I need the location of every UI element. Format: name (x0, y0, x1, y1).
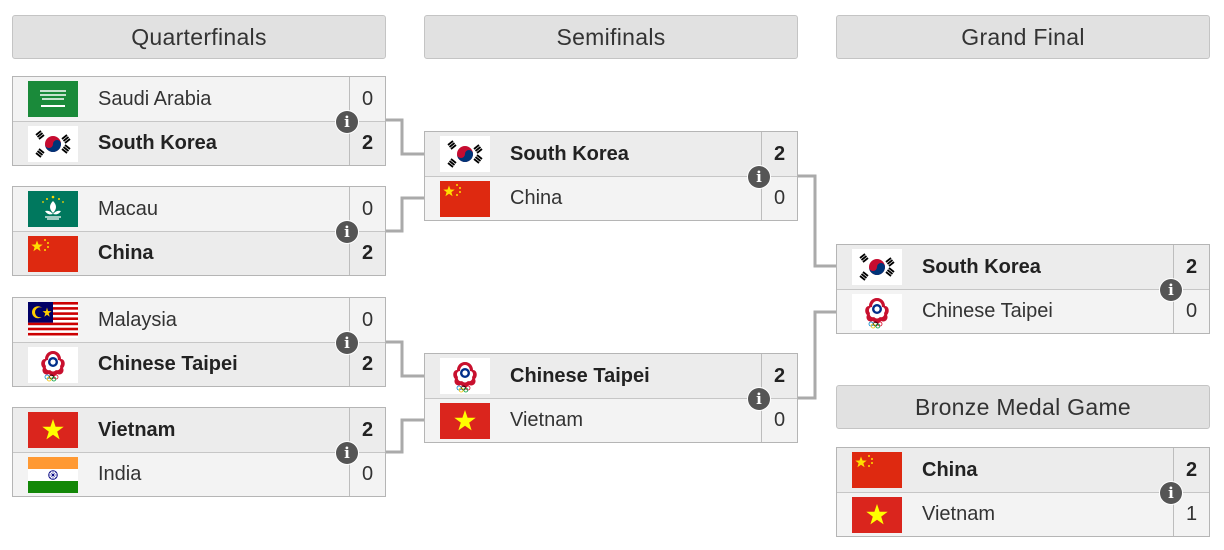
team-name: South Korea (922, 255, 1041, 278)
team-name: Chinese Taipei (510, 364, 650, 387)
team-name: Macau (98, 197, 159, 220)
south-korea-flag-icon (28, 126, 78, 162)
team-row[interactable]: South Korea 2 (13, 121, 385, 165)
china-flag-icon (440, 181, 490, 217)
south-korea-flag-icon (440, 136, 490, 172)
team-name: China (98, 242, 154, 264)
team-row[interactable]: China 2 (837, 448, 1209, 492)
team-name: India (98, 463, 142, 485)
team-score: 2 (349, 343, 385, 386)
team-score: 2 (761, 354, 797, 398)
malaysia-flag-icon (28, 302, 78, 338)
info-icon[interactable]: i (1160, 279, 1182, 301)
team-score: 0 (761, 177, 797, 220)
info-icon[interactable]: i (336, 332, 358, 354)
team-row[interactable]: Saudi Arabia 0 (13, 77, 385, 121)
china-flag-icon (852, 452, 902, 488)
bronze-medal-match: China 2 Vietnam 1 i (836, 447, 1210, 537)
team-name: China (510, 187, 563, 209)
team-name: Chinese Taipei (98, 353, 238, 375)
saudi-arabia-flag-icon (28, 81, 78, 117)
team-score: 0 (349, 187, 385, 231)
team-name: Saudi Arabia (98, 87, 212, 110)
team-score: 2 (761, 132, 797, 176)
chinese-taipei-flag-icon (440, 358, 490, 394)
team-name: South Korea (98, 132, 217, 154)
team-score: 1 (1173, 493, 1209, 536)
quarterfinal-match-1: Saudi Arabia 0 South Korea 2 i (12, 76, 386, 166)
info-icon[interactable]: i (748, 388, 770, 410)
team-score: 0 (1173, 290, 1209, 333)
bronze-medal-game-header: Bronze Medal Game (836, 385, 1210, 429)
team-name: Vietnam (922, 503, 996, 525)
info-icon[interactable]: i (336, 221, 358, 243)
info-icon[interactable]: i (748, 166, 770, 188)
connector-qf2-sf1 (386, 196, 424, 233)
vietnam-flag-icon (852, 497, 902, 533)
connector-sf1-gf (798, 174, 836, 268)
team-name: Malaysia (98, 308, 177, 331)
team-score: 2 (1173, 448, 1209, 492)
macau-flag-icon (28, 191, 78, 227)
team-row[interactable]: South Korea 2 (837, 245, 1209, 289)
team-row[interactable]: Malaysia 0 (13, 298, 385, 342)
team-row[interactable]: Chinese Taipei 0 (837, 289, 1209, 333)
team-score: 0 (349, 77, 385, 121)
team-row[interactable]: China 0 (425, 176, 797, 220)
team-row[interactable]: India 0 (13, 452, 385, 496)
info-icon[interactable]: i (336, 111, 358, 133)
chinese-taipei-flag-icon (28, 347, 78, 383)
info-icon[interactable]: i (336, 442, 358, 464)
team-row[interactable]: Chinese Taipei 2 (425, 354, 797, 398)
connector-qf1-sf1 (386, 118, 424, 156)
connector-sf2-gf (798, 310, 836, 400)
team-score: 2 (349, 408, 385, 452)
team-name: Chinese Taipei (922, 300, 1053, 322)
team-row[interactable]: Chinese Taipei 2 (13, 342, 385, 386)
team-name: Vietnam (510, 409, 584, 431)
grand-final-match: South Korea 2 Chinese Taipei 0 i (836, 244, 1210, 334)
team-score: 2 (349, 122, 385, 165)
team-score: 2 (349, 232, 385, 275)
quarterfinal-match-3: Malaysia 0 Chinese Taipei 2 i (12, 297, 386, 387)
team-row[interactable]: China 2 (13, 231, 385, 275)
grand-final-header: Grand Final (836, 15, 1210, 59)
south-korea-flag-icon (852, 249, 902, 285)
china-flag-icon (28, 236, 78, 272)
team-score: 0 (349, 298, 385, 342)
team-score: 0 (761, 399, 797, 442)
quarterfinals-header: Quarterfinals (12, 15, 386, 59)
connector-qf3-sf2 (386, 340, 424, 378)
team-score: 2 (1173, 245, 1209, 289)
vietnam-flag-icon (28, 412, 78, 448)
quarterfinal-match-2: Macau 0 China 2 i (12, 186, 386, 276)
team-row[interactable]: Vietnam 1 (837, 492, 1209, 536)
chinese-taipei-flag-icon (852, 294, 902, 330)
team-name: China (922, 458, 978, 481)
info-icon[interactable]: i (1160, 482, 1182, 504)
connector-qf4-sf2 (386, 418, 424, 454)
semifinal-match-1: South Korea 2 China 0 i (424, 131, 798, 221)
india-flag-icon (28, 457, 78, 493)
team-row[interactable]: Macau 0 (13, 187, 385, 231)
semifinal-match-2: Chinese Taipei 2 Vietnam 0 i (424, 353, 798, 443)
team-row[interactable]: Vietnam 2 (13, 408, 385, 452)
team-row[interactable]: Vietnam 0 (425, 398, 797, 442)
team-score: 0 (349, 453, 385, 496)
quarterfinal-match-4: Vietnam 2 India 0 i (12, 407, 386, 497)
semifinals-header: Semifinals (424, 15, 798, 59)
team-name: South Korea (510, 142, 629, 165)
team-name: Vietnam (98, 418, 176, 441)
vietnam-flag-icon (440, 403, 490, 439)
team-row[interactable]: South Korea 2 (425, 132, 797, 176)
